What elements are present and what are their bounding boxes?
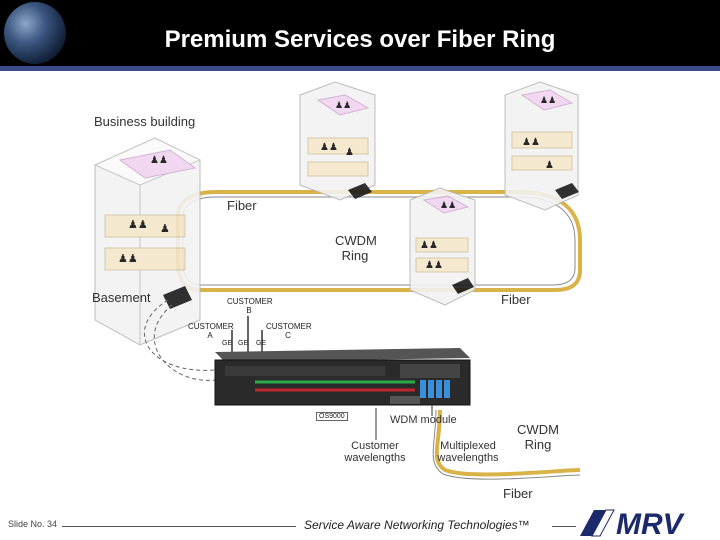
svg-text:♟♟: ♟♟ bbox=[150, 155, 168, 166]
svg-text:♟♟: ♟♟ bbox=[420, 240, 438, 251]
label-fiber-top: Fiber bbox=[227, 198, 257, 213]
footer-rule-right bbox=[552, 526, 576, 527]
label-customer-a-line1: CUSTOMER bbox=[188, 322, 234, 331]
dashed-link-1 bbox=[143, 299, 216, 371]
label-customer-c-line2: C bbox=[285, 331, 291, 340]
label-customer-c: CUSTOMER C bbox=[266, 322, 312, 340]
svg-text:♟: ♟ bbox=[345, 147, 354, 158]
label-customer-a-line2: A bbox=[207, 331, 213, 340]
label-customer-c-line1: CUSTOMER bbox=[266, 322, 312, 331]
label-wdm-module: WDM module bbox=[390, 414, 457, 426]
label-customer-wavelengths-line2: wavelengths bbox=[344, 452, 406, 464]
label-cwdm-top-line2: Ring bbox=[341, 248, 369, 263]
svg-text:♟♟: ♟♟ bbox=[128, 219, 148, 231]
slide-header: Premium Services over Fiber Ring bbox=[0, 0, 720, 66]
label-fiber-bottom: Fiber bbox=[503, 486, 533, 501]
label-ge-3: GE bbox=[256, 340, 267, 347]
label-ge-1: GE bbox=[222, 340, 233, 347]
svg-text:♟♟: ♟♟ bbox=[320, 142, 338, 153]
label-cwdm-ring-bottom: CWDM Ring bbox=[514, 422, 562, 452]
os9000-chassis bbox=[214, 348, 471, 406]
svg-text:♟♟: ♟♟ bbox=[335, 100, 351, 110]
mrv-logo-text: MRV bbox=[616, 508, 686, 538]
label-customer-wavelengths: Customer wavelengths bbox=[340, 440, 410, 464]
label-multiplexed-wavelengths-line2: wavelengths bbox=[437, 452, 499, 464]
multiplexed-fiber bbox=[434, 409, 581, 477]
header-rule bbox=[0, 66, 720, 71]
label-cwdm-top-line1: CWDM bbox=[335, 233, 377, 248]
svg-text:♟♟: ♟♟ bbox=[118, 253, 138, 265]
business-building: ♟♟ ♟ ♟♟ ♟♟ bbox=[93, 137, 202, 346]
label-ge-2: GE bbox=[238, 340, 249, 347]
label-customer-wavelengths-line1: Customer bbox=[351, 440, 399, 452]
label-basement: Basement bbox=[92, 290, 151, 305]
footer-rule-left bbox=[62, 526, 296, 527]
svg-text:♟♟: ♟♟ bbox=[522, 137, 540, 148]
label-cwdm-bottom-line2: Ring bbox=[524, 437, 552, 452]
label-cwdm-bottom-line1: CWDM bbox=[517, 422, 559, 437]
label-os9000: OS9000 bbox=[316, 412, 348, 421]
slide-number: Slide No. 34 bbox=[8, 519, 58, 529]
svg-text:♟: ♟ bbox=[160, 223, 170, 235]
label-multiplexed-wavelengths-line1: Multiplexed bbox=[440, 440, 496, 452]
label-multiplexed-wavelengths: Multiplexed wavelengths bbox=[430, 440, 506, 464]
building-middle: ♟♟ ♟♟ ♟♟ bbox=[409, 187, 476, 306]
svg-text:♟♟: ♟♟ bbox=[440, 200, 456, 210]
label-customer-a: CUSTOMER A bbox=[188, 322, 234, 340]
svg-text:♟: ♟ bbox=[545, 160, 554, 171]
label-business-building: Business building bbox=[94, 114, 196, 129]
label-customer-b-line1: CUSTOMER bbox=[227, 297, 273, 306]
label-fiber-right: Fiber bbox=[501, 292, 531, 307]
label-customer-b-line2: B bbox=[246, 306, 252, 315]
footer-tagline: Service Aware Networking Technologies™ bbox=[304, 518, 530, 532]
slide-title: Premium Services over Fiber Ring bbox=[164, 26, 556, 53]
multiplexed-fiber-inner bbox=[432, 409, 581, 480]
dashed-link-2 bbox=[153, 304, 216, 381]
svg-text:♟♟: ♟♟ bbox=[540, 95, 556, 105]
label-cwdm-ring-top: CWDM Ring bbox=[335, 233, 377, 263]
svg-text:♟♟: ♟♟ bbox=[425, 260, 443, 271]
building-top-right: ♟♟ ♟ ♟♟ bbox=[504, 81, 579, 211]
label-customer-b: CUSTOMER B bbox=[227, 297, 273, 315]
building-top-middle: ♟♟ ♟ ♟♟ bbox=[299, 81, 376, 201]
globe-logo bbox=[4, 2, 66, 64]
mrv-logo: MRV bbox=[580, 508, 686, 538]
